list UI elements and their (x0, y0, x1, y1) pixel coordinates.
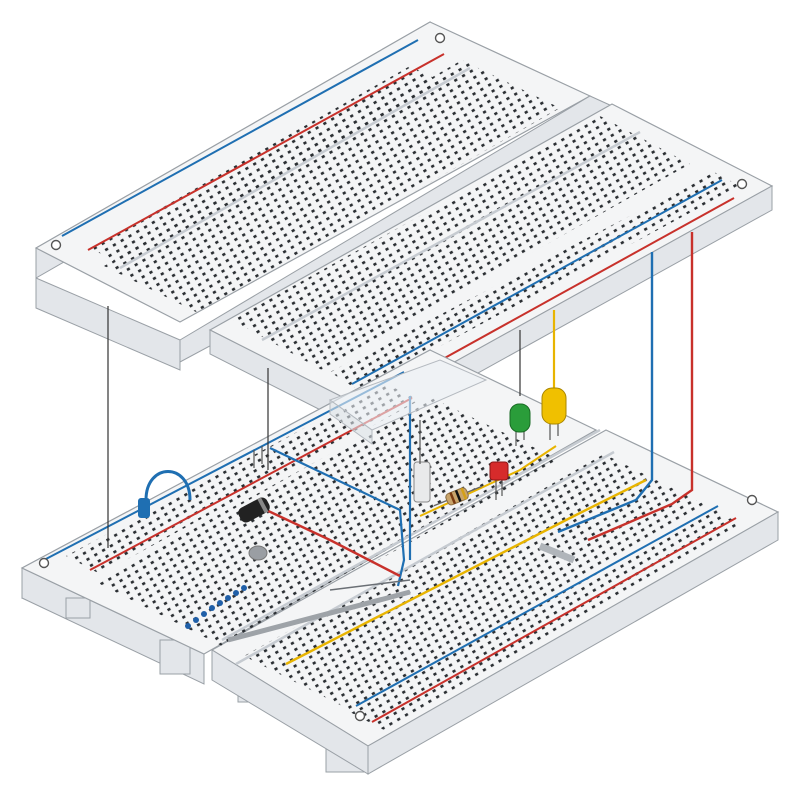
wire-blue-diagonal (269, 447, 406, 587)
header-pins-icon (185, 585, 247, 629)
bottom-left-rail-holes (66, 384, 420, 574)
top-left-terminal-holes (104, 60, 560, 314)
jumper-bar (538, 542, 576, 564)
top-left-rail-holes (90, 66, 446, 266)
top-left-rail-blue (61, 39, 419, 237)
mount-hole-icon (50, 239, 62, 251)
components (138, 387, 567, 629)
bottom-right-rail-holes (350, 508, 744, 730)
capacitor-blue-lead (144, 470, 192, 501)
diode-icon (413, 461, 431, 503)
mount-hole-icon (736, 178, 748, 190)
board-foot (65, 597, 91, 619)
mount-hole-icon (434, 32, 446, 44)
bottom-right-rail-red (371, 517, 737, 723)
black-lead (329, 579, 411, 591)
bottom-right-rail-blue (355, 505, 719, 707)
grey-wire (227, 589, 411, 643)
mount-hole-icon (746, 494, 758, 506)
led-red-icon (489, 461, 509, 500)
button-icon (248, 545, 268, 561)
mount-hole-icon (354, 710, 366, 722)
wires (107, 232, 694, 666)
wire-yellow-bottom (285, 478, 647, 666)
wire-red-long (587, 232, 694, 542)
resistor-icon (433, 485, 483, 507)
bottom-left-terminal-holes (96, 398, 560, 646)
capacitor-blue-icon (138, 498, 150, 518)
led-green-icon (509, 403, 531, 446)
top-left-rail-red (87, 53, 445, 251)
mount-hole-icon (38, 557, 50, 569)
wire-red-cap (261, 506, 401, 578)
wire-blue-long (557, 252, 654, 534)
led-yellow-icon (541, 387, 567, 440)
top-right-terminal-holes (232, 116, 690, 370)
breadboard-bottom (20, 349, 780, 775)
electrolytic-capacitor-icon (238, 497, 270, 523)
top-right-rail-blue (351, 179, 723, 385)
